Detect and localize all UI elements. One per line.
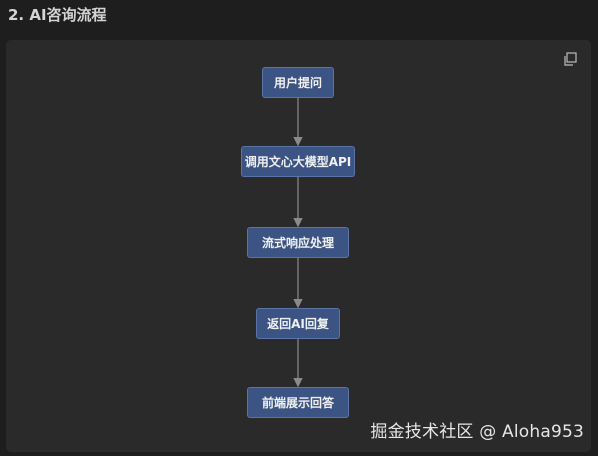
diagram-panel: 用户提问 调用文心大模型API 流式响应处理 返回AI回复 前端展示回答 [6,40,591,452]
page-title: 2. AI咨询流程 [8,6,107,24]
flow-node-frontend-display: 前端展示回答 [247,387,349,418]
flow-node-return-reply: 返回AI回复 [256,308,340,339]
copy-icon[interactable] [563,52,579,68]
flow-edges [293,98,303,388]
flow-node-user-question: 用户提问 [262,67,334,98]
watermark: 掘金技术社区 @ Aloha953 [370,422,584,442]
flow-node-call-api: 调用文心大模型API [241,146,355,177]
flow-node-stream-processing: 流式响应处理 [247,227,349,258]
